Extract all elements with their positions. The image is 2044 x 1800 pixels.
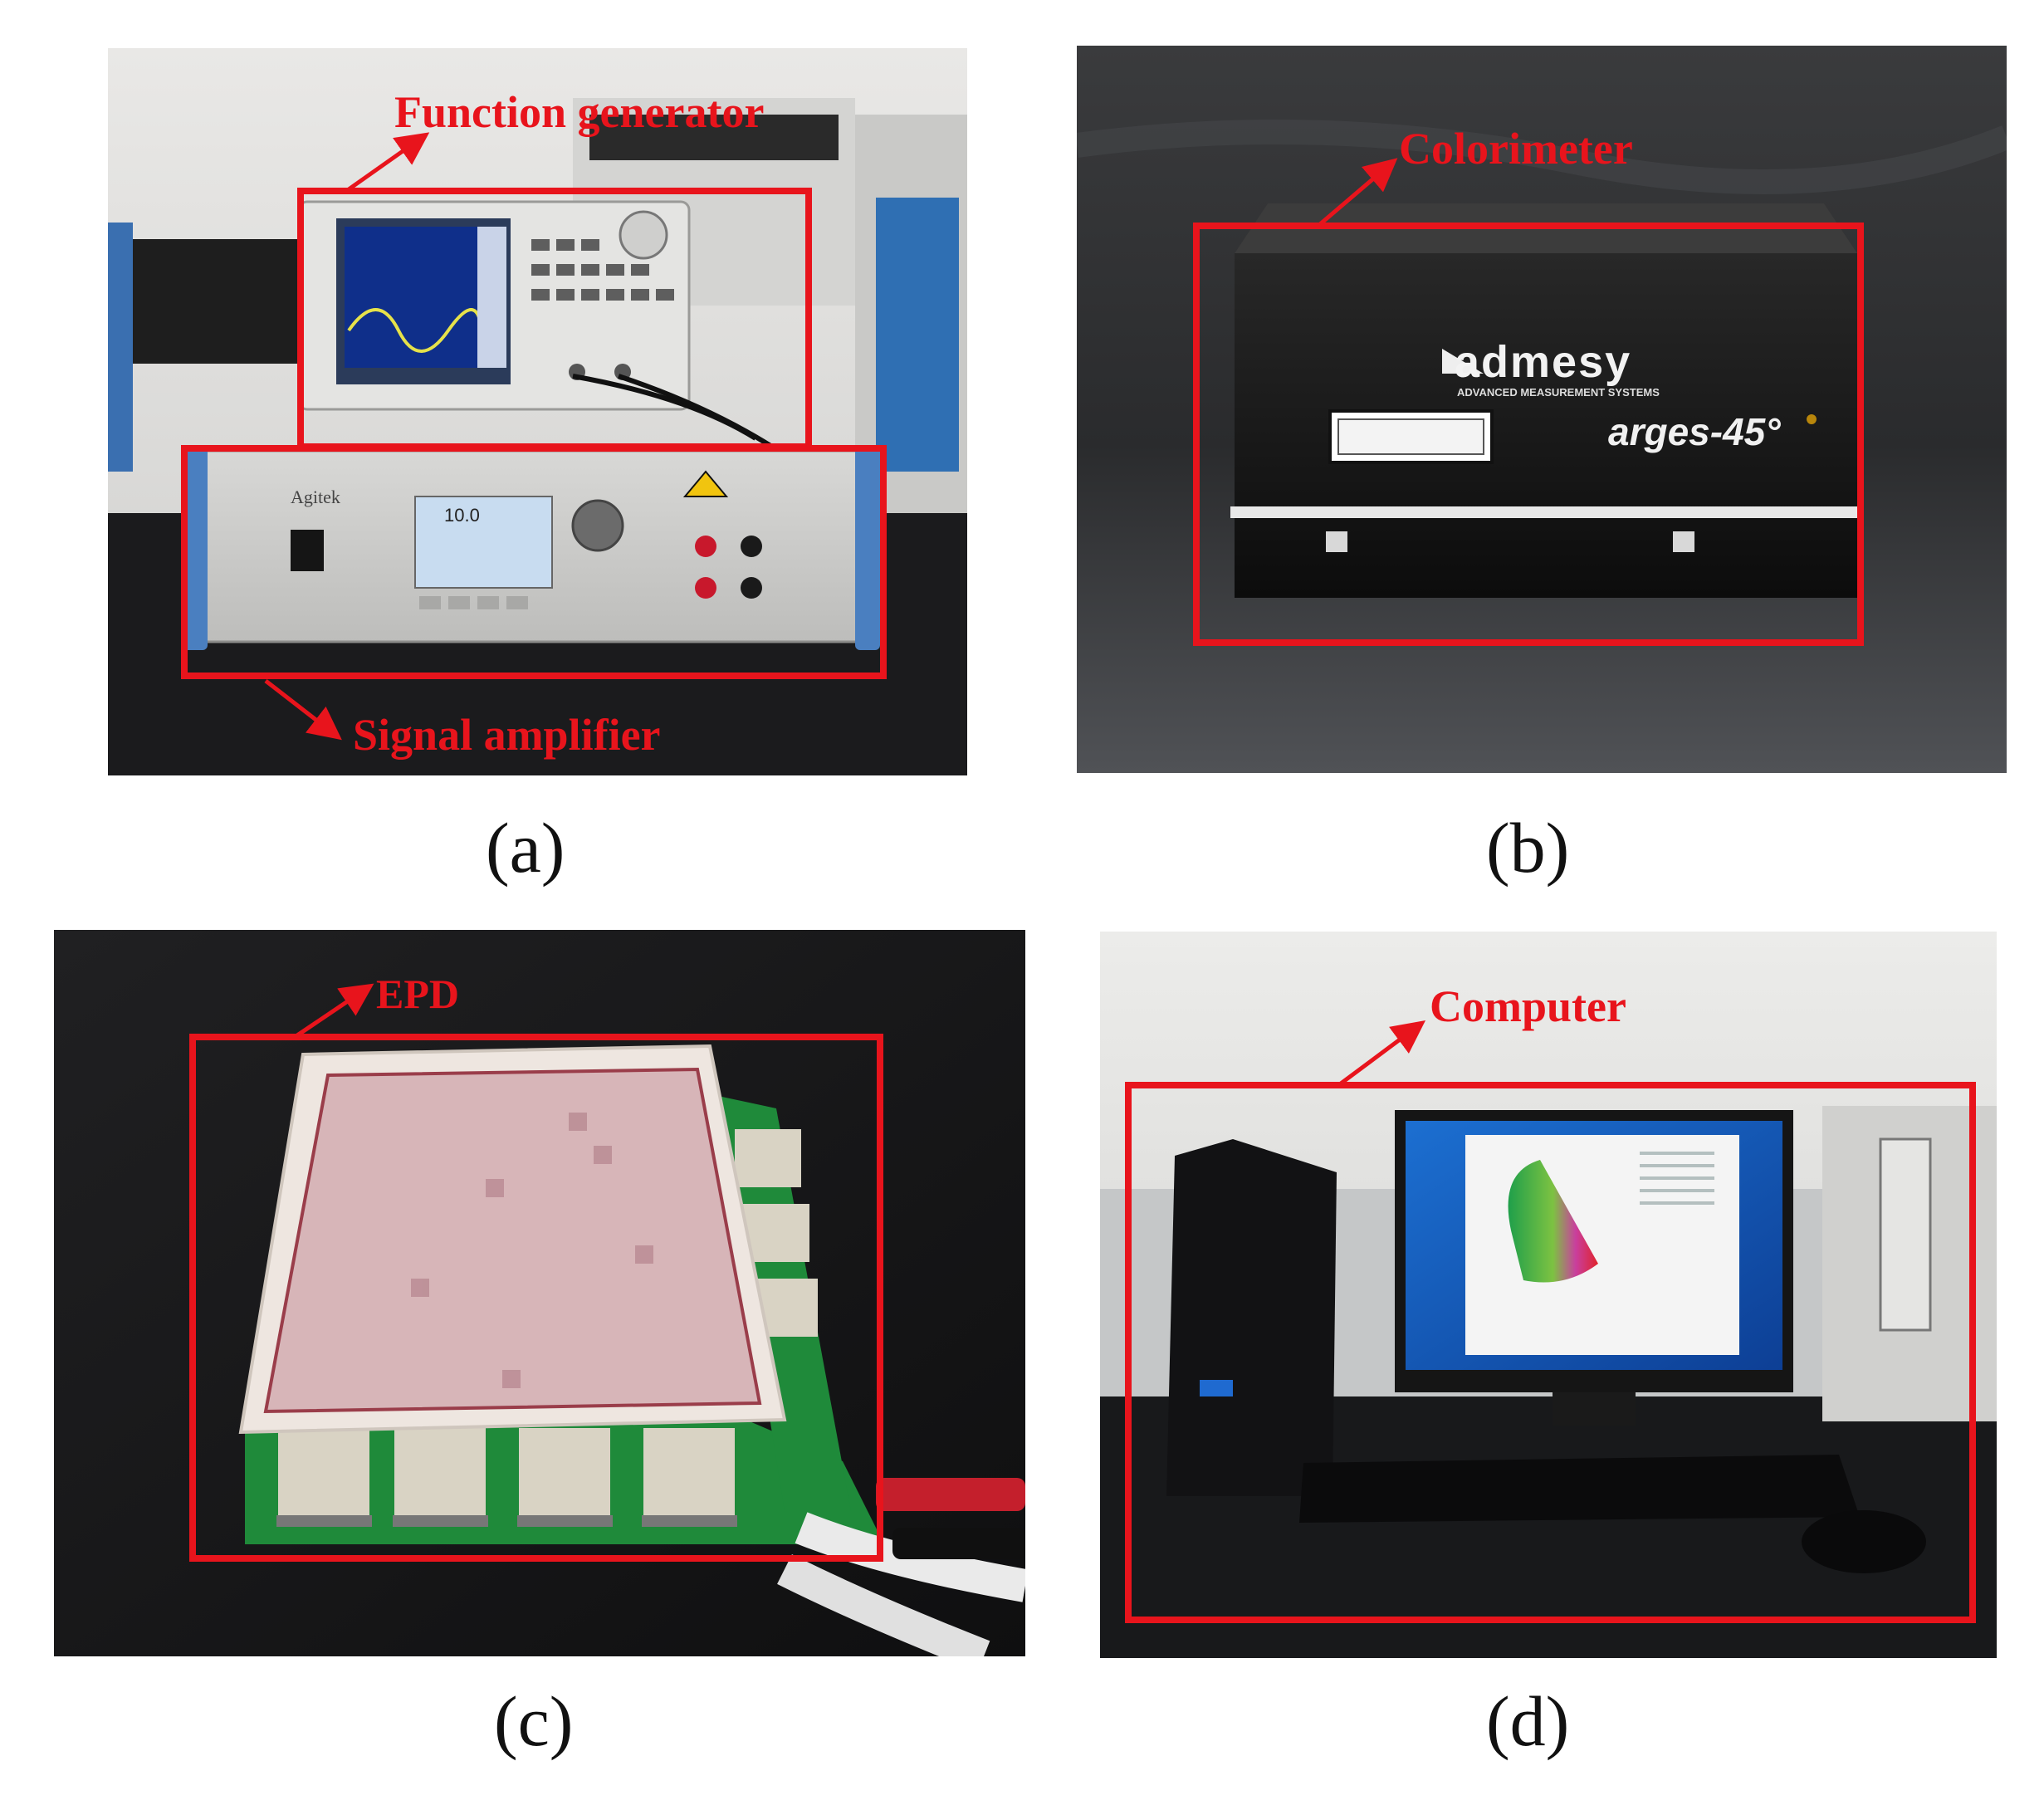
photo-c-epd bbox=[54, 930, 1025, 1656]
amplifier-brand-text: Agitek bbox=[291, 487, 340, 507]
highlight-box-signal-amplifier bbox=[181, 445, 887, 679]
photo-d-image bbox=[1100, 932, 1997, 1658]
photo-b-image bbox=[1077, 46, 2007, 773]
photo-c-image bbox=[54, 930, 1025, 1656]
label-function-generator: Function generator bbox=[394, 87, 765, 137]
colorimeter-tagline-text: ADVANCED MEASUREMENT SYSTEMS bbox=[1457, 386, 1660, 399]
photo-d-computer bbox=[1100, 932, 1997, 1658]
highlight-box-epd bbox=[189, 1034, 883, 1562]
caption-c: (c) bbox=[494, 1681, 574, 1761]
label-colorimeter: Colorimeter bbox=[1399, 124, 1633, 174]
amplifier-display-value: 10.0 bbox=[444, 505, 480, 526]
caption-a: (a) bbox=[486, 808, 565, 888]
colorimeter-brand-text: admesy bbox=[1455, 337, 1632, 387]
photo-a-image bbox=[108, 48, 967, 775]
colorimeter-model-text: arges-45° bbox=[1608, 410, 1781, 453]
photo-a-function-generator-amplifier: Agitek 10.0 bbox=[108, 48, 967, 775]
highlight-box-colorimeter bbox=[1193, 223, 1864, 646]
label-epd: EPD bbox=[376, 971, 459, 1017]
label-computer: Computer bbox=[1430, 981, 1626, 1031]
highlight-box-computer bbox=[1125, 1082, 1976, 1623]
caption-b: (b) bbox=[1486, 808, 1570, 888]
label-signal-amplifier: Signal amplifier bbox=[353, 710, 661, 760]
caption-d: (d) bbox=[1486, 1681, 1570, 1761]
photo-b-colorimeter: admesy ADVANCED MEASUREMENT SYSTEMS arge… bbox=[1077, 46, 2007, 773]
highlight-box-function-generator bbox=[297, 188, 812, 450]
